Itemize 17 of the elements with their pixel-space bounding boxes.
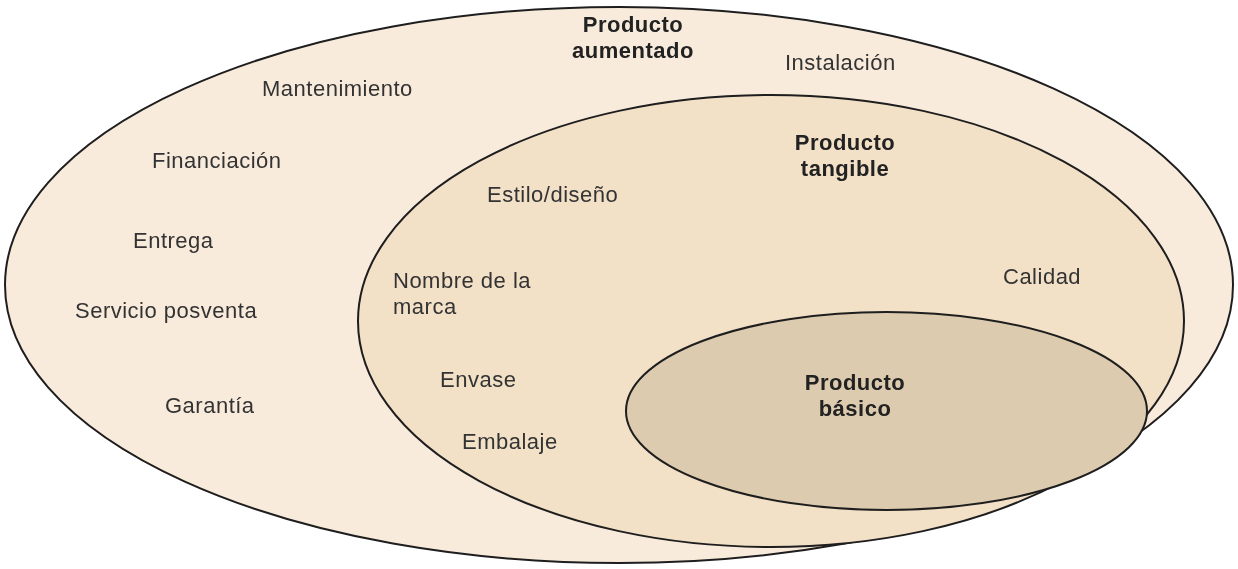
- layer-title: Producto tangible: [793, 130, 897, 182]
- attribute-label: Mantenimiento: [262, 76, 413, 102]
- attribute-label: Estilo/diseño: [487, 182, 619, 208]
- attribute-label: Instalación: [785, 50, 896, 76]
- attribute-label: Garantía: [165, 393, 255, 419]
- attribute-label: Envase: [440, 367, 517, 393]
- attribute-label: Financiación: [152, 148, 282, 174]
- ellipse-region: [357, 94, 1185, 548]
- ellipse-region: [4, 6, 1234, 564]
- layer-title: Producto aumentado: [571, 12, 695, 64]
- attribute-label: Calidad: [1003, 264, 1082, 290]
- attribute-label: Nombre de la marca: [393, 268, 533, 320]
- attribute-label: Embalaje: [462, 429, 558, 455]
- ellipse-region: [625, 311, 1148, 511]
- attribute-label: Entrega: [133, 228, 214, 254]
- attribute-label: Servicio posventa: [75, 298, 258, 324]
- layer-title: Producto básico: [803, 370, 907, 422]
